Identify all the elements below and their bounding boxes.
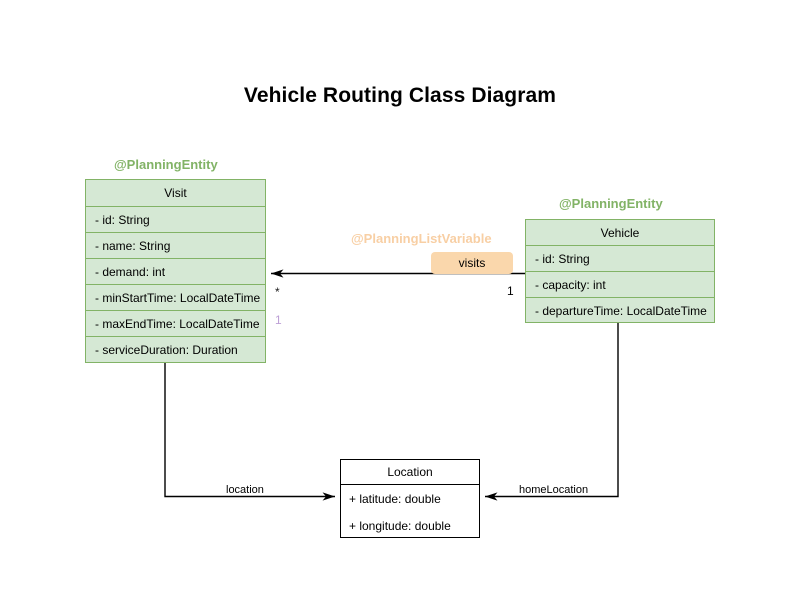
edge-home-location — [485, 323, 619, 501]
class-attribute: - id: String — [86, 207, 265, 233]
class-attribute: - departureTime: LocalDateTime — [535, 304, 707, 318]
edge-label-location: location — [226, 484, 264, 496]
class-box-vehicle[interactable]: Vehicle - id: String - capacity: int - d… — [525, 219, 715, 323]
multiplicity-location-source: 1 — [275, 313, 282, 327]
edge-location — [164, 363, 335, 501]
multiplicity-visits-target: * — [275, 285, 280, 299]
class-attribute: - name: String — [86, 233, 265, 259]
class-title-location: Location — [341, 460, 479, 485]
class-attribute: - maxEndTime: LocalDateTime — [86, 311, 265, 337]
class-attribute: - demand: int — [86, 259, 265, 285]
edge-label-home-location: homeLocation — [519, 484, 589, 496]
stereotype-planning-list-variable: @PlanningListVariable — [351, 231, 492, 246]
class-title-visit: Visit — [86, 180, 265, 207]
stereotype-vehicle: @PlanningEntity — [559, 196, 663, 211]
class-attribute: - capacity: int — [526, 272, 714, 298]
class-box-location[interactable]: Location + latitude: double + longitude:… — [340, 459, 480, 538]
class-attribute: - id: String — [526, 246, 714, 272]
class-box-visit[interactable]: Visit - id: String - name: String - dema… — [85, 179, 266, 363]
class-title-vehicle: Vehicle — [526, 220, 714, 246]
stereotype-visit: @PlanningEntity — [114, 157, 218, 172]
class-attribute: - serviceDuration: Duration — [95, 343, 238, 357]
edge-badge-visits: visits — [431, 252, 513, 274]
class-attribute: + latitude: double — [349, 491, 441, 506]
multiplicity-visits-source: 1 — [507, 284, 514, 298]
page-title: Vehicle Routing Class Diagram — [243, 84, 557, 107]
class-attribute: + longitude: double — [349, 518, 451, 533]
class-attribute: - minStartTime: LocalDateTime — [86, 285, 265, 311]
